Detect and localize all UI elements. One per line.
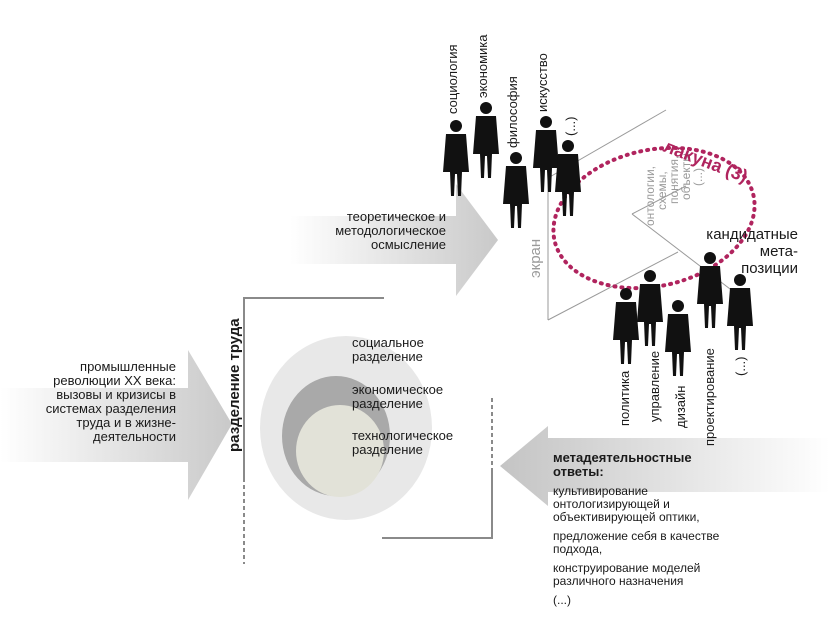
- screen-label: экран: [527, 238, 544, 278]
- discipline-label-top: экономика: [475, 34, 490, 98]
- social-line: социальное: [352, 335, 424, 350]
- meta-item: предложение себя в качестве подхода,: [553, 530, 793, 556]
- theory-text: теоретическое и методологическое осмысле…: [296, 210, 446, 252]
- meta-item-line: конструирование моделей: [553, 561, 701, 575]
- discipline-label-bottom: дизайн: [673, 385, 688, 428]
- social-line: разделение: [352, 349, 423, 364]
- technological-division-label: технологическое разделение: [352, 429, 453, 457]
- meta-title: метадеятельностные ответы:: [553, 451, 793, 479]
- person-icon: [533, 116, 559, 192]
- person-icon: [613, 288, 639, 364]
- meta-item-line: предложение себя в качестве: [553, 529, 720, 543]
- person-icon: [555, 140, 581, 216]
- division-label: разделение труда: [226, 318, 243, 452]
- meta-item-line: различного назначения: [553, 574, 684, 588]
- meta-item-line: (...): [553, 593, 571, 607]
- person-icon: [443, 120, 469, 196]
- theory-line: осмысление: [371, 237, 446, 252]
- candidate-line: мета-: [759, 243, 798, 260]
- discipline-label-bottom: (...): [733, 356, 748, 377]
- meta-answers: метадеятельностные ответы: культивирован…: [553, 451, 793, 607]
- meta-item-line: онтологизирующей и: [553, 497, 670, 511]
- discipline-label-top: социология: [445, 44, 460, 114]
- meta-bracket: [382, 468, 493, 539]
- meta-item: конструирование моделей различного назна…: [553, 562, 793, 588]
- meta-item-line: культивирование: [553, 484, 648, 498]
- candidate-line: позиции: [741, 260, 798, 277]
- revolutions-line: промышленные: [80, 359, 176, 374]
- revolutions-line: деятельности: [93, 429, 176, 444]
- revolutions-line: системах разделения: [45, 401, 176, 416]
- technological-line: технологическое: [352, 428, 454, 443]
- meta-item-line: подхода,: [553, 542, 603, 556]
- person-icon: [727, 274, 753, 350]
- revolutions-line: вызовы и кризисы в: [56, 387, 176, 402]
- meta-item-line: объективирующей оптики,: [553, 510, 700, 524]
- lacuna-ellipse: [551, 145, 757, 291]
- theory-arrow: [290, 184, 498, 296]
- revolutions-line: труда и в жизне-: [76, 415, 176, 430]
- revolutions-arrow: [0, 350, 232, 500]
- theory-line: теоретическое и: [346, 209, 446, 224]
- person-icon: [697, 252, 723, 328]
- division-bracket: [243, 297, 384, 478]
- meta-arrow: [500, 426, 830, 506]
- economic-line: разделение: [352, 396, 423, 411]
- technological-line: разделение: [352, 442, 423, 457]
- ellipse-technological: [296, 405, 384, 497]
- candidate-text: кандидатные мета- позиции: [670, 226, 798, 277]
- discipline-label-top: (...): [563, 116, 578, 137]
- person-icon: [473, 102, 499, 178]
- social-division-label: социальное разделение: [352, 336, 424, 364]
- discipline-label-top: искусство: [535, 53, 550, 112]
- person-icon: [503, 152, 529, 228]
- meta-title-line: ответы:: [553, 464, 604, 479]
- meta-item: (...): [553, 594, 793, 607]
- discipline-label-top: философия: [505, 76, 520, 148]
- meta-title-line: метадеятельностные: [553, 450, 692, 465]
- discipline-label-bottom: политика: [617, 370, 632, 426]
- person-icon: [665, 300, 691, 376]
- discipline-label-bottom: проектирование: [702, 348, 717, 446]
- candidate-line: кандидатные: [706, 226, 798, 243]
- theory-line: методологическое: [335, 223, 446, 238]
- revolutions-text: промышленные революции XX века: вызовы и…: [12, 360, 176, 444]
- revolutions-line: революции XX века:: [53, 373, 176, 388]
- economic-line: экономическое: [352, 382, 444, 397]
- discipline-label-bottom: управление: [647, 350, 662, 422]
- economic-division-label: экономическое разделение: [352, 383, 443, 411]
- person-icon: [637, 270, 663, 346]
- meta-item: культивирование онтологизирующей и объек…: [553, 485, 793, 524]
